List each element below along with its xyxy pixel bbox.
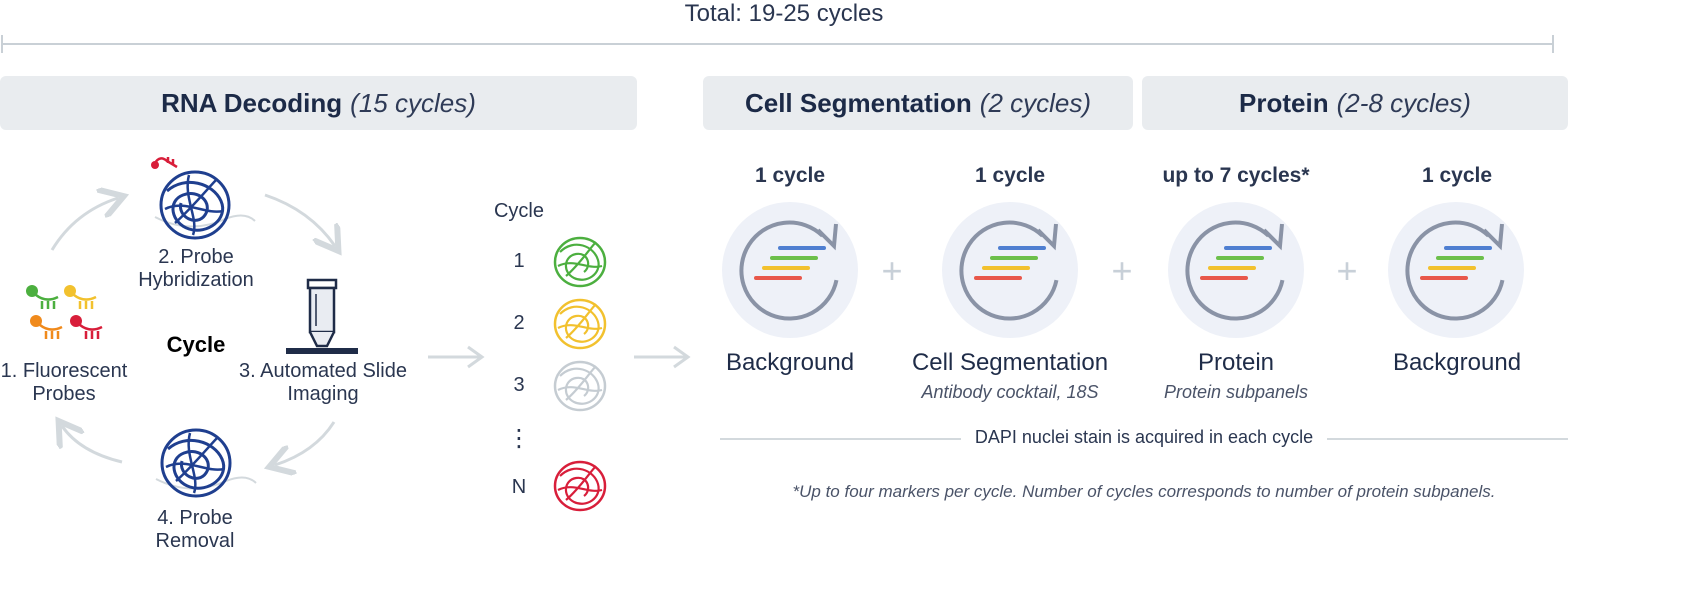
- dapi-note: DAPI nuclei stain is acquired in each cy…: [960, 427, 1328, 447]
- section-cycles: (2 cycles): [979, 87, 1092, 118]
- plus-sign: +: [881, 250, 903, 291]
- section-name: Protein: [1239, 87, 1329, 118]
- cycle-number: ⋮: [507, 425, 531, 452]
- round-subtitle: Protein subpanels: [1163, 382, 1309, 402]
- cycle-arrow-top-right: [264, 193, 335, 246]
- cycle-number: 2: [513, 312, 525, 334]
- section-header-protein: Protein (2-8 cycles): [1142, 76, 1568, 130]
- section-cycles: (15 cycles): [350, 87, 476, 118]
- round-icon-background: [720, 200, 860, 340]
- cycle-step-1: 1. Fluorescent Probes: [0, 360, 128, 406]
- round-count: up to 7 cycles*: [1162, 164, 1310, 187]
- cycle-number: N: [511, 476, 527, 498]
- cycle-number: 1: [513, 250, 525, 272]
- step-line: Hybridization: [138, 269, 254, 291]
- step-line: Removal: [155, 530, 235, 552]
- cycle-step-2: 2. Probe Hybridization: [128, 246, 264, 292]
- round-subtitle: Antibody cocktail, 18S: [921, 382, 1099, 402]
- round-count: 1 cycle: [974, 164, 1046, 187]
- cycle-step-4: 4. Probe Removal: [140, 507, 250, 553]
- round-icon-cell-segmentation: [940, 200, 1080, 340]
- cycle-step-3: 3. Automated Slide Imaging: [230, 360, 416, 406]
- plus-sign: +: [1336, 250, 1358, 291]
- round-name: Cell Segmentation: [911, 349, 1109, 376]
- total-title: Total: 19-25 cycles: [684, 0, 884, 27]
- tangle-removal-icon: [155, 428, 257, 498]
- round-name: Protein: [1197, 349, 1275, 376]
- section-header-rna-decoding: RNA Decoding (15 cycles): [0, 76, 637, 130]
- rna-cycle-diagram: [26, 157, 358, 498]
- tangle-red-icon: [553, 460, 607, 512]
- tangle-green-icon: [553, 236, 607, 288]
- section-name: RNA Decoding: [161, 87, 343, 118]
- cycle-list-title: Cycle: [493, 200, 544, 222]
- step-line: Probes: [32, 383, 96, 405]
- round-count: 1 cycle: [1421, 164, 1493, 187]
- section-cycles: (2-8 cycles): [1336, 87, 1471, 118]
- step-line: 3. Automated Slide: [239, 360, 407, 382]
- footnote: *Up to four markers per cycle. Number of…: [792, 482, 1496, 501]
- fluorescent-probes-icon: [26, 285, 103, 339]
- cycle-arrow-bottom-left: [62, 426, 123, 464]
- step-line: 1. Fluorescent: [0, 360, 128, 382]
- round-icon-protein: [1166, 200, 1306, 340]
- section-header-cell-segmentation: Cell Segmentation (2 cycles): [703, 76, 1133, 130]
- cycle-arrow-up-left: [50, 198, 118, 251]
- cycle-arrow-bottom-right: [275, 421, 336, 465]
- cycle-center-label: Cycle: [166, 332, 226, 357]
- cycle-number: 3: [513, 374, 525, 396]
- step-line: 4. Probe: [157, 507, 233, 529]
- dapi-note-wrap: DAPI nuclei stain is acquired in each cy…: [720, 427, 1568, 448]
- flow-arrow-icon: [428, 345, 485, 369]
- section-name: Cell Segmentation: [744, 87, 972, 118]
- tangle-hybridization-icon: [151, 157, 256, 240]
- total-bracket: [1, 35, 1554, 53]
- round-icon-background-final: [1386, 200, 1526, 340]
- round-name: Background: [1392, 349, 1522, 376]
- tangle-gray-icon: [553, 360, 607, 412]
- microscope-icon: [286, 278, 358, 354]
- flow-arrows: [428, 345, 691, 369]
- round-count: 1 cycle: [754, 164, 826, 187]
- step-line: 2. Probe: [158, 246, 234, 268]
- tangle-yellow-icon: [553, 298, 607, 350]
- flow-arrow-icon: [634, 345, 691, 369]
- plus-sign: +: [1111, 250, 1133, 291]
- step-line: Imaging: [287, 383, 359, 405]
- cycle-tangles: [553, 236, 607, 512]
- round-name: Background: [725, 349, 855, 376]
